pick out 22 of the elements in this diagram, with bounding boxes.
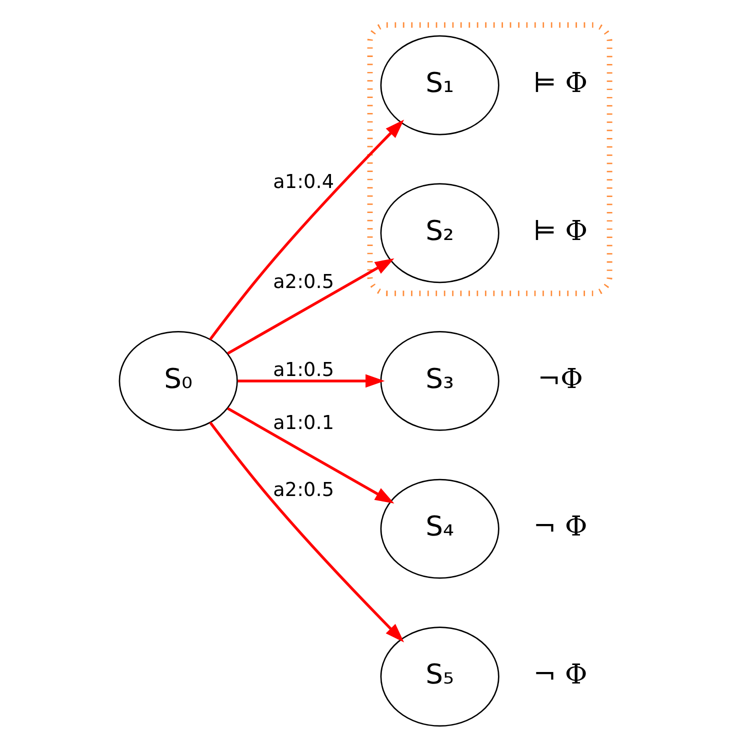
arrow (208, 120, 404, 340)
arrow (237, 374, 384, 388)
node-label: ¬Φ (537, 364, 582, 395)
edge-label: a1:0.4 (272, 170, 334, 194)
node-label: ⊨ Φ (532, 68, 588, 100)
node-ellipse: S₅ (380, 626, 499, 727)
arrow (226, 407, 394, 504)
node-ellipse: S₁ (380, 35, 499, 136)
node-ellipse: S₃ (380, 330, 499, 431)
node-label: ¬ Φ (532, 659, 587, 690)
cluster (366, 22, 612, 296)
edge-label: a2:0.5 (272, 478, 334, 502)
edge-label: a2:0.5 (272, 270, 334, 294)
arrow (226, 258, 394, 355)
node-label: ¬ Φ (532, 512, 587, 543)
node-ellipse: S₀ (118, 330, 238, 431)
arrow (208, 422, 404, 642)
node-ellipse: S₂ (380, 183, 499, 284)
edge-label: a1:0.5 (272, 358, 334, 381)
node-ellipse: S₄ (380, 478, 499, 579)
edge-label: a1:0.1 (272, 411, 334, 434)
node-label: ⊨ Φ (532, 216, 588, 247)
